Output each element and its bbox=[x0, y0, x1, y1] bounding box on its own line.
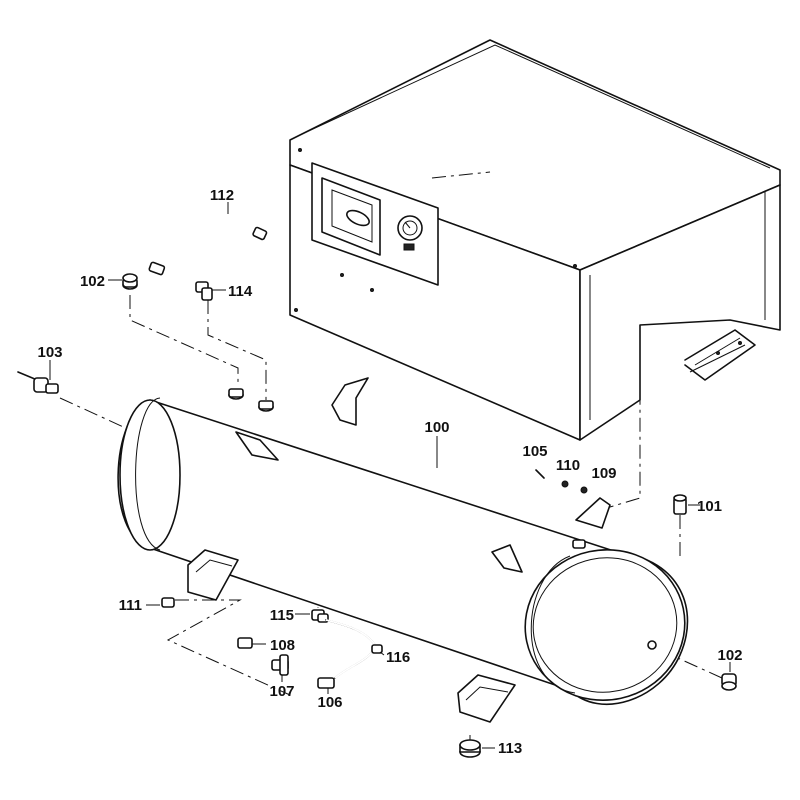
control-panel bbox=[311, 162, 439, 286]
air-tank bbox=[117, 377, 689, 723]
label-110: 110 bbox=[556, 457, 580, 474]
label-106: 106 bbox=[317, 694, 342, 711]
foot-pad-113 bbox=[459, 739, 481, 758]
part-labels: 100 101 102 102 103 105 106 107 108 109 … bbox=[37, 187, 742, 757]
fittings-106-107-108 bbox=[237, 637, 335, 689]
cap-102-top bbox=[122, 273, 138, 290]
label-114: 114 bbox=[228, 283, 253, 300]
label-101: 101 bbox=[697, 498, 722, 515]
label-leaders bbox=[49, 202, 731, 749]
label-111: 111 bbox=[119, 597, 142, 614]
label-115: 115 bbox=[270, 607, 294, 624]
label-108: 108 bbox=[270, 637, 295, 654]
label-109: 109 bbox=[591, 465, 616, 482]
label-112: 112 bbox=[210, 187, 234, 204]
label-102-bottom: 102 bbox=[717, 647, 742, 664]
elbow-114 bbox=[195, 281, 213, 301]
compressor-housing bbox=[289, 39, 781, 441]
fitting-101 bbox=[673, 494, 687, 515]
mounting-rail bbox=[684, 329, 756, 381]
label-113: 113 bbox=[498, 740, 522, 757]
label-105: 105 bbox=[522, 443, 547, 460]
label-102-top: 102 bbox=[80, 273, 105, 290]
label-103: 103 bbox=[37, 344, 62, 361]
cap-102-bottom bbox=[721, 673, 737, 691]
label-107: 107 bbox=[269, 683, 294, 700]
nut-111 bbox=[161, 597, 175, 608]
valve-103 bbox=[17, 371, 59, 394]
hose-112 bbox=[148, 216, 268, 276]
label-100: 100 bbox=[424, 419, 449, 436]
parts-105-110-109 bbox=[535, 469, 588, 494]
label-116: 116 bbox=[386, 649, 410, 666]
hose-116 bbox=[325, 619, 383, 679]
